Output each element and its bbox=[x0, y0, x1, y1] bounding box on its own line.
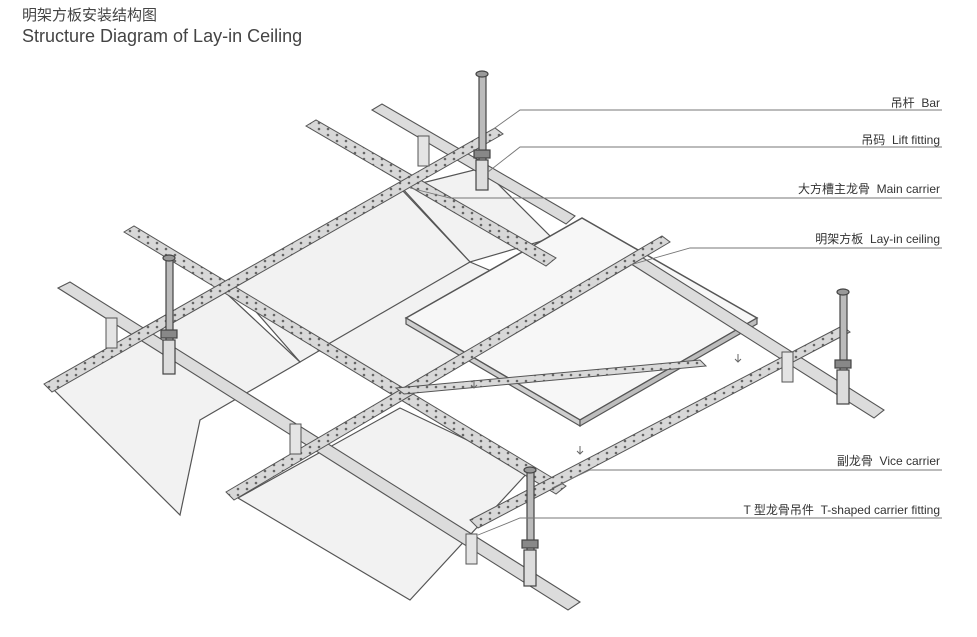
callout-cn: 吊码 bbox=[861, 133, 886, 147]
leader-t-fitting bbox=[477, 517, 942, 536]
hanger-bar-3 bbox=[834, 288, 852, 405]
down-arrow-icon bbox=[470, 380, 478, 389]
t-fitting bbox=[105, 317, 118, 349]
callout-lift-fitting: 吊码 Lift fitting bbox=[861, 131, 940, 148]
callout-bar: 吊杆 Bar bbox=[891, 94, 940, 111]
callout-leaders bbox=[409, 109, 942, 536]
down-arrow-icon bbox=[576, 446, 584, 455]
callout-vice-carrier: 副龙骨 Vice carrier bbox=[837, 452, 940, 469]
callout-main-carrier: 大方槽主龙骨 Main carrier bbox=[798, 180, 940, 197]
hanger-bar-2 bbox=[160, 254, 178, 375]
ceiling-panels bbox=[51, 167, 759, 601]
vice-carrier-4 bbox=[225, 235, 671, 501]
t-fitting bbox=[289, 423, 302, 455]
callout-cn: 明架方板 bbox=[815, 232, 864, 246]
t-fittings bbox=[105, 135, 794, 565]
main-carrier-back bbox=[370, 103, 576, 225]
panel-lifted-edge-right bbox=[579, 316, 758, 428]
callout-cn: 副龙骨 bbox=[836, 454, 873, 468]
callout-en: Bar bbox=[921, 96, 940, 110]
leader-lay-in-ceiling bbox=[629, 247, 942, 266]
t-fitting bbox=[465, 533, 478, 565]
t-fitting bbox=[781, 351, 794, 383]
callout-en: Main carrier bbox=[876, 182, 940, 196]
callout-cn: T 型龙骨吊件 bbox=[743, 503, 814, 517]
leader-lift-fitting bbox=[487, 146, 942, 173]
callout-en: Lift fitting bbox=[891, 133, 940, 147]
callout-cn: 大方槽主龙骨 bbox=[797, 182, 870, 196]
callout-t-fitting: T 型龙骨吊件 T-shaped carrier fitting bbox=[743, 501, 940, 518]
vice-carrier-3 bbox=[43, 127, 504, 393]
title-chinese: 明架方板安装结构图 bbox=[22, 6, 158, 24]
callout-en: Lay-in ceiling bbox=[869, 232, 940, 246]
callout-cn: 吊杆 bbox=[890, 96, 915, 110]
hanger-bar-4 bbox=[521, 466, 539, 587]
title-english: Structure Diagram of Lay-in Ceiling bbox=[22, 26, 303, 46]
leader-bar bbox=[491, 109, 942, 131]
callout-en: Vice carrier bbox=[879, 454, 940, 468]
callout-en: T-shaped carrier fitting bbox=[820, 503, 940, 517]
leader-vice-carrier bbox=[551, 469, 942, 489]
vice-carrier-2 bbox=[123, 225, 567, 495]
install-arrows bbox=[470, 354, 742, 455]
vice-carrier-5 bbox=[469, 325, 851, 529]
t-fitting bbox=[417, 135, 430, 167]
down-arrow-icon bbox=[734, 354, 742, 363]
hanger-bar-1 bbox=[473, 70, 491, 191]
hanger-bars bbox=[160, 70, 852, 587]
leader-main-carrier bbox=[409, 187, 942, 199]
callout-lay-in-ceiling: 明架方板 Lay-in ceiling bbox=[815, 230, 940, 247]
panel-front-center bbox=[236, 407, 531, 601]
